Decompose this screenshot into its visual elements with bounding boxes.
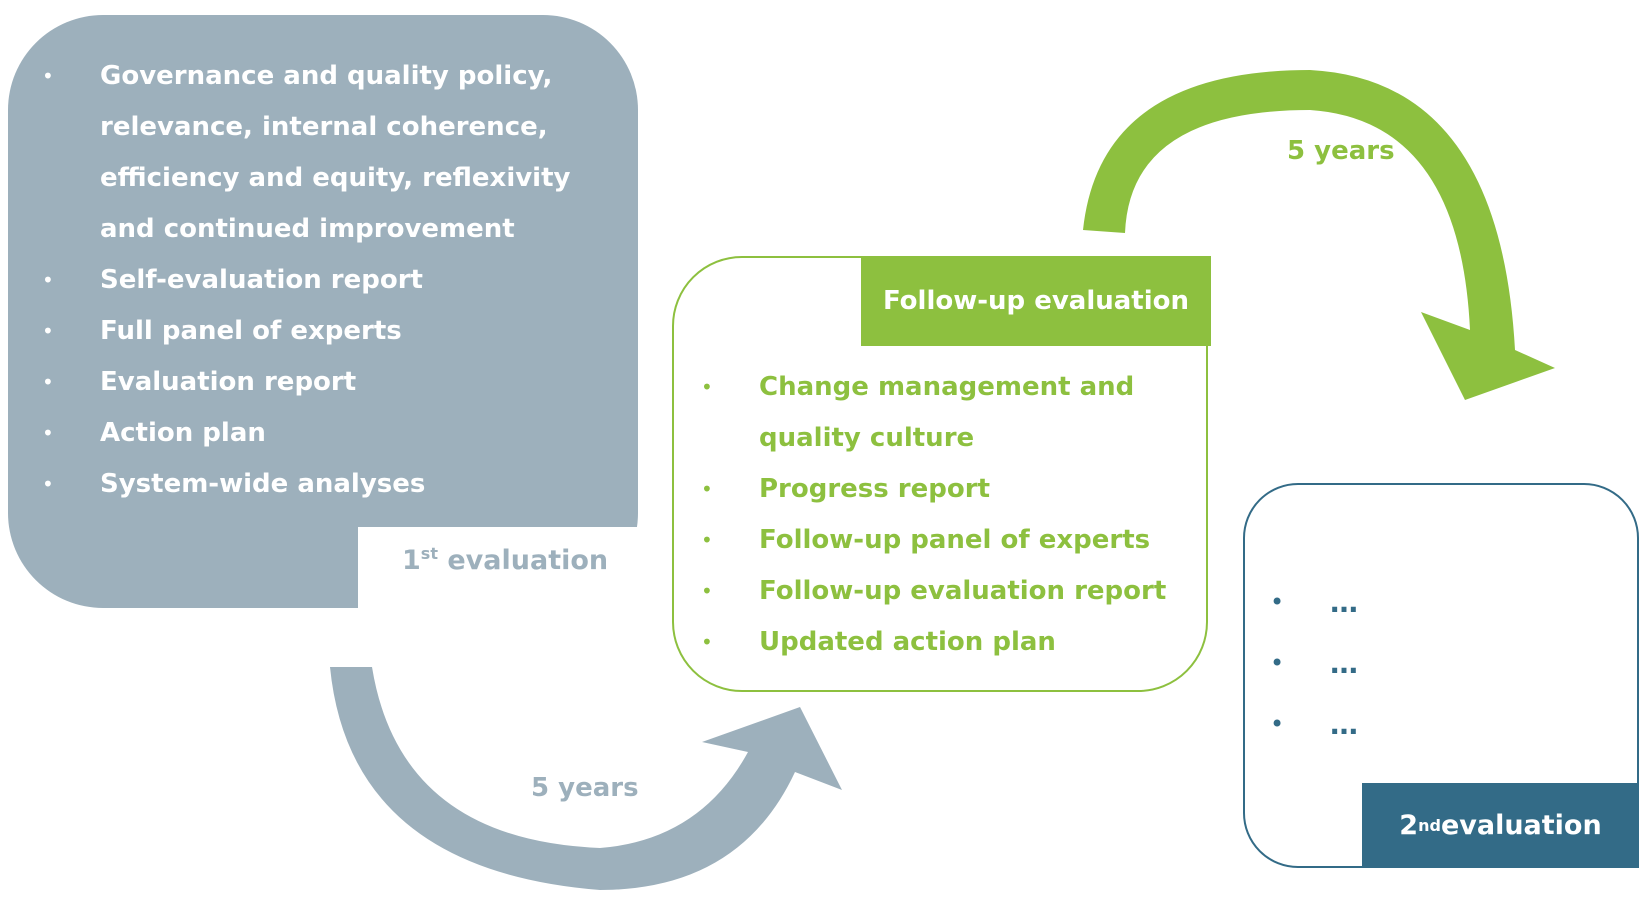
list-item: •System-wide analyses — [42, 459, 580, 510]
bullet-icon: • — [1270, 588, 1285, 616]
list-item: •… — [1270, 572, 1530, 633]
first-evaluation-label: 1st evaluation — [402, 544, 609, 576]
five-years-label-bottom: 5 years — [531, 773, 639, 803]
bullet-icon: • — [42, 472, 54, 496]
bullet-icon: • — [42, 421, 54, 445]
five-years-label-top: 5 years — [1287, 136, 1395, 166]
list-item: •Full panel of experts — [42, 306, 580, 357]
list-item: •… — [1270, 633, 1530, 694]
list-item: •Governance and quality policy, relevanc… — [42, 51, 580, 255]
list-item: •Action plan — [42, 408, 580, 459]
list-item: •Follow-up evaluation report — [701, 566, 1199, 617]
bullet-icon: • — [42, 370, 54, 394]
bullet-icon: • — [701, 375, 713, 399]
list-item: •Self-evaluation report — [42, 255, 580, 306]
first-evaluation-label-notch — [358, 527, 648, 617]
second-evaluation-list: •… •… •… — [1270, 572, 1530, 755]
bullet-icon: • — [701, 477, 713, 501]
bullet-icon: • — [42, 268, 54, 292]
list-item: •Evaluation report — [42, 357, 580, 408]
bullet-icon: • — [42, 64, 54, 88]
list-item: •Updated action plan — [701, 617, 1199, 668]
bullet-icon: • — [701, 630, 713, 654]
list-item: •Change management and quality culture — [701, 362, 1199, 464]
first-evaluation-box — [8, 15, 638, 608]
first-evaluation-list: •Governance and quality policy, relevanc… — [42, 51, 580, 510]
follow-up-evaluation-title: Follow-up evaluation — [861, 256, 1211, 346]
list-item: •Progress report — [701, 464, 1199, 515]
list-item: •Follow-up panel of experts — [701, 515, 1199, 566]
bullet-icon: • — [701, 579, 713, 603]
bullet-icon: • — [42, 319, 54, 343]
bullet-icon: • — [701, 528, 713, 552]
bullet-icon: • — [1270, 710, 1285, 738]
bullet-icon: • — [1270, 649, 1285, 677]
follow-up-evaluation-list: •Change management and quality culture •… — [701, 362, 1199, 668]
list-item: •… — [1270, 694, 1530, 755]
